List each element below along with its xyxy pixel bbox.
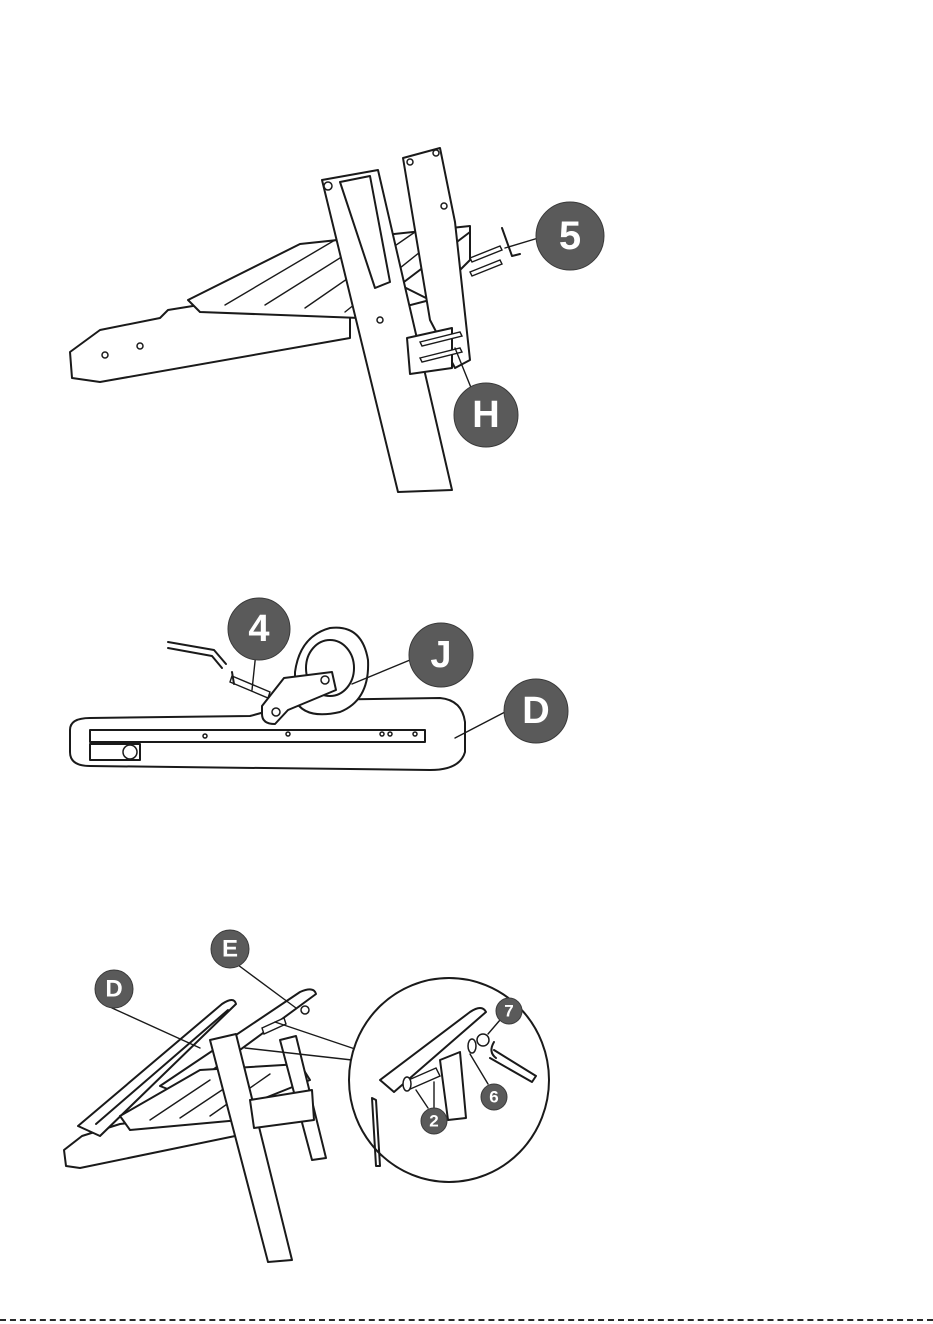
- svg-text:J: J: [430, 634, 451, 676]
- svg-text:7: 7: [504, 1002, 513, 1021]
- step1-illustration: 5 H: [70, 148, 604, 492]
- screw-4: [230, 676, 270, 698]
- callout-2: 2: [421, 1108, 447, 1134]
- detail-magnifier: 7 6 2: [349, 978, 549, 1182]
- callout-d-lower: D: [95, 970, 133, 1008]
- callout-5: 5: [536, 202, 604, 270]
- callout-j: J: [409, 623, 473, 687]
- svg-text:H: H: [472, 394, 499, 436]
- page-bottom-rule: [0, 1319, 933, 1321]
- step2-illustration: 4 J D: [70, 598, 568, 770]
- svg-text:6: 6: [489, 1088, 498, 1107]
- callout-4: 4: [228, 598, 290, 660]
- callout-e: E: [211, 930, 249, 968]
- svg-text:D: D: [105, 976, 122, 1003]
- svg-text:D: D: [522, 690, 549, 732]
- step3-illustration: E D 7: [64, 930, 549, 1262]
- svg-text:4: 4: [248, 608, 269, 650]
- svg-text:5: 5: [559, 214, 581, 258]
- callout-6: 6: [481, 1084, 507, 1110]
- callout-h: H: [454, 383, 518, 447]
- callout-7: 7: [496, 998, 522, 1024]
- svg-text:E: E: [222, 936, 238, 963]
- callout-d: D: [504, 679, 568, 743]
- svg-text:2: 2: [429, 1112, 438, 1131]
